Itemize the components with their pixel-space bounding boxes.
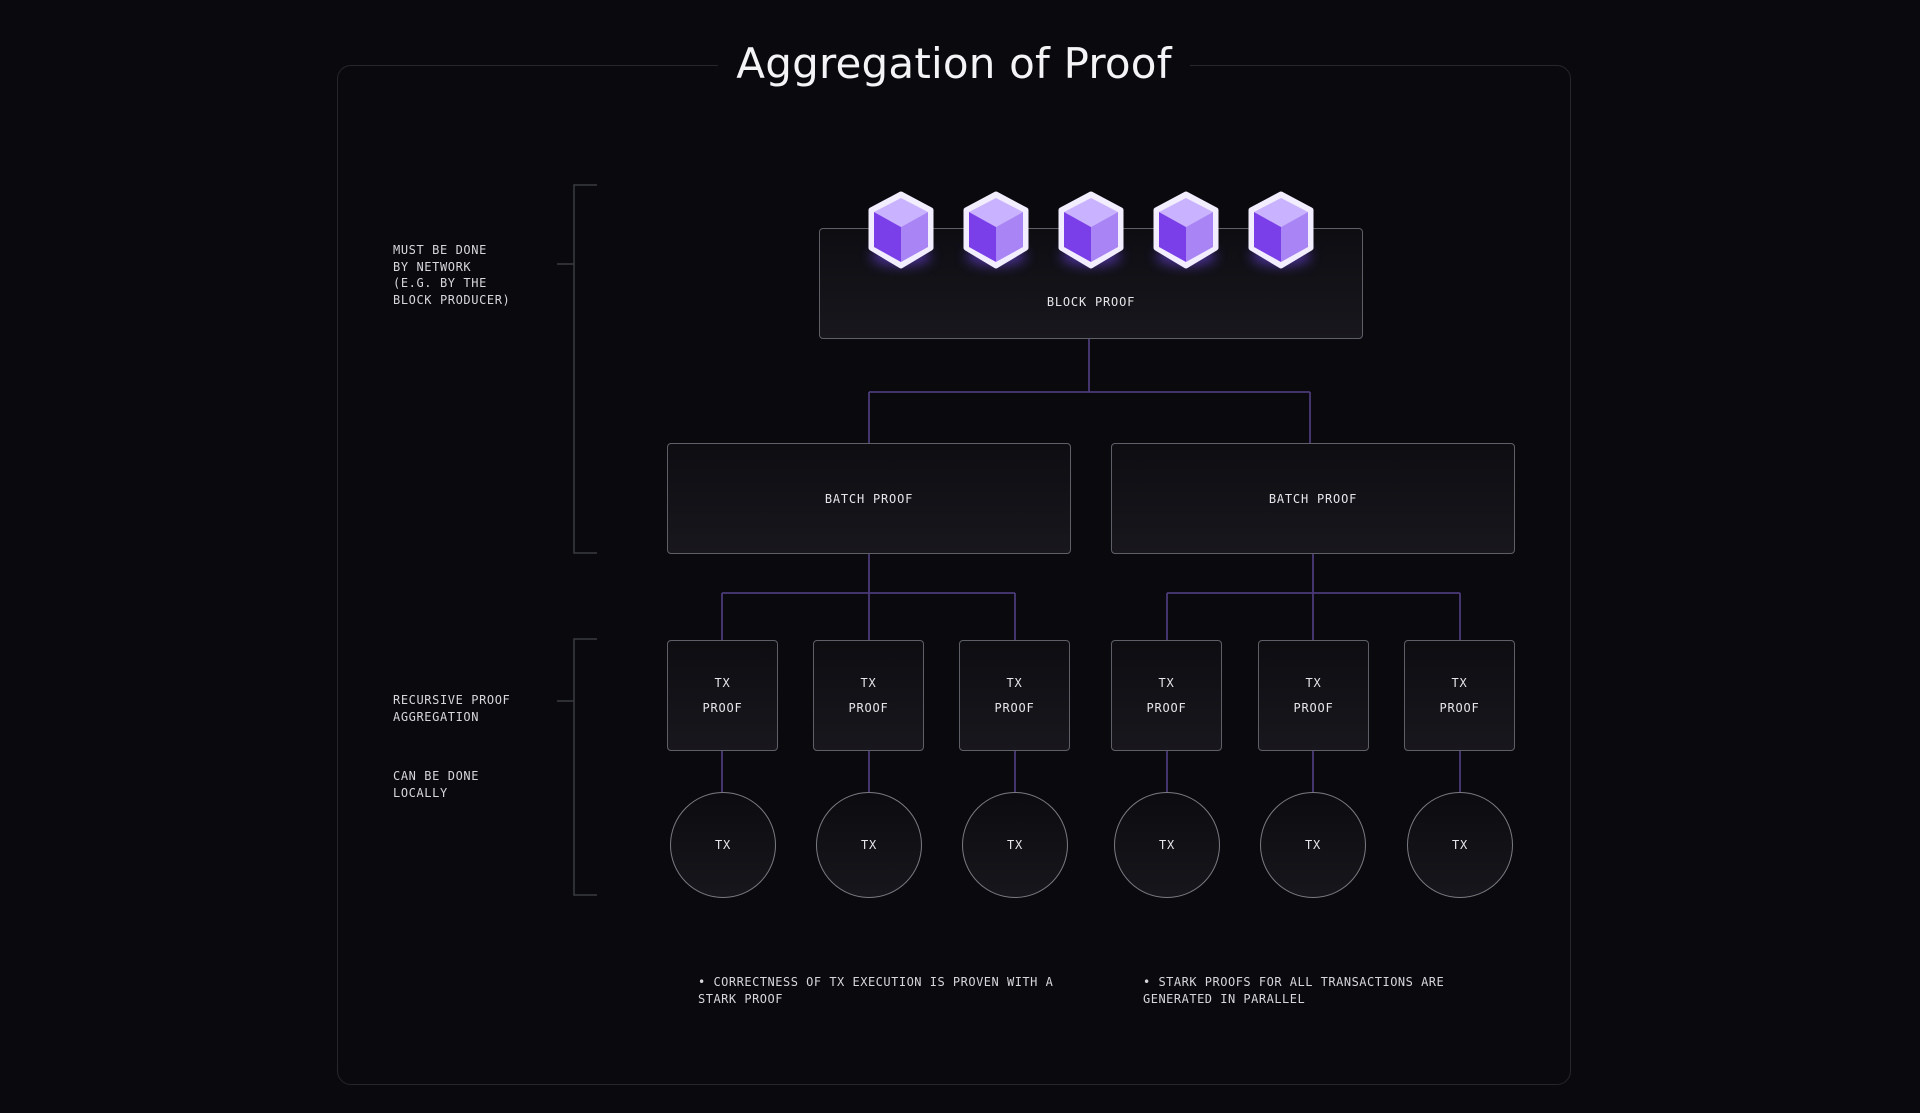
tx-proof-label-line1: TX (860, 675, 877, 690)
connector-batch1-txproofs (721, 553, 1016, 640)
cube-icon (1245, 190, 1317, 270)
label-recursive-proof-aggregation: RECURSIVE PROOF AGGREGATION (393, 693, 511, 724)
cube-icon (1055, 190, 1127, 270)
tx-proof-label-line2: PROOF (848, 700, 889, 715)
tx-proof-label-line1: TX (714, 675, 731, 690)
batch-proof-box: BATCH PROOF (667, 443, 1071, 554)
note-parallel: • STARK PROOFS FOR ALL TRANSACTIONS ARE … (1143, 975, 1445, 1006)
bracket-local (557, 638, 597, 896)
tx-proof-label-line2: PROOF (994, 700, 1035, 715)
cube-icon (1150, 190, 1222, 270)
block-proof-label: BLOCK PROOF (1046, 294, 1136, 309)
tx-proof-label-line1: TX (1006, 675, 1023, 690)
tx-proof-label-line2: PROOF (702, 700, 743, 715)
cube-icon (960, 190, 1032, 270)
label-must-be-done-by-network: MUST BE DONE BY NETWORK (E.G. BY THE BLO… (393, 243, 511, 307)
tx-label: TX (1304, 838, 1322, 852)
tx-proof-box: TX PROOF (1258, 640, 1369, 751)
note-correctness: • CORRECTNESS OF TX EXECUTION IS PROVEN … (698, 975, 1054, 1006)
tx-proof-box: TX PROOF (667, 640, 778, 751)
tx-node: TX (1114, 792, 1220, 898)
tx-label: TX (1451, 838, 1469, 852)
bracket-network (557, 184, 597, 554)
tx-label: TX (714, 838, 732, 852)
batch-proof-label: BATCH PROOF (1268, 491, 1358, 506)
batch-proof-label: BATCH PROOF (824, 491, 914, 506)
tx-node: TX (1407, 792, 1513, 898)
tx-label: TX (1006, 838, 1024, 852)
tx-proof-box: TX PROOF (1111, 640, 1222, 751)
tx-node: TX (962, 792, 1068, 898)
cube-icon (865, 190, 937, 270)
tx-proof-label-line2: PROOF (1293, 700, 1334, 715)
tx-node: TX (670, 792, 776, 898)
tx-label: TX (860, 838, 878, 852)
tx-proof-label-line2: PROOF (1439, 700, 1480, 715)
label-can-be-done-locally: CAN BE DONE LOCALLY (393, 769, 480, 800)
batch-proof-box: BATCH PROOF (1111, 443, 1515, 554)
tx-proof-label-line1: TX (1451, 675, 1468, 690)
tx-proof-label-line1: TX (1158, 675, 1175, 690)
tx-proof-label-line2: PROOF (1146, 700, 1187, 715)
tx-node: TX (1260, 792, 1366, 898)
title-backdrop (718, 36, 1190, 92)
tx-proof-box: TX PROOF (1404, 640, 1515, 751)
tx-proof-box: TX PROOF (813, 640, 924, 751)
connector-batch2-txproofs (1166, 553, 1461, 640)
tx-proof-box: TX PROOF (959, 640, 1070, 751)
diagram-title: Aggregation of Proof (736, 39, 1172, 88)
connector-block-batch (868, 339, 1311, 443)
tx-node: TX (816, 792, 922, 898)
tx-proof-label-line1: TX (1305, 675, 1322, 690)
tx-label: TX (1158, 838, 1176, 852)
connector-txproof-tx (721, 750, 1461, 792)
